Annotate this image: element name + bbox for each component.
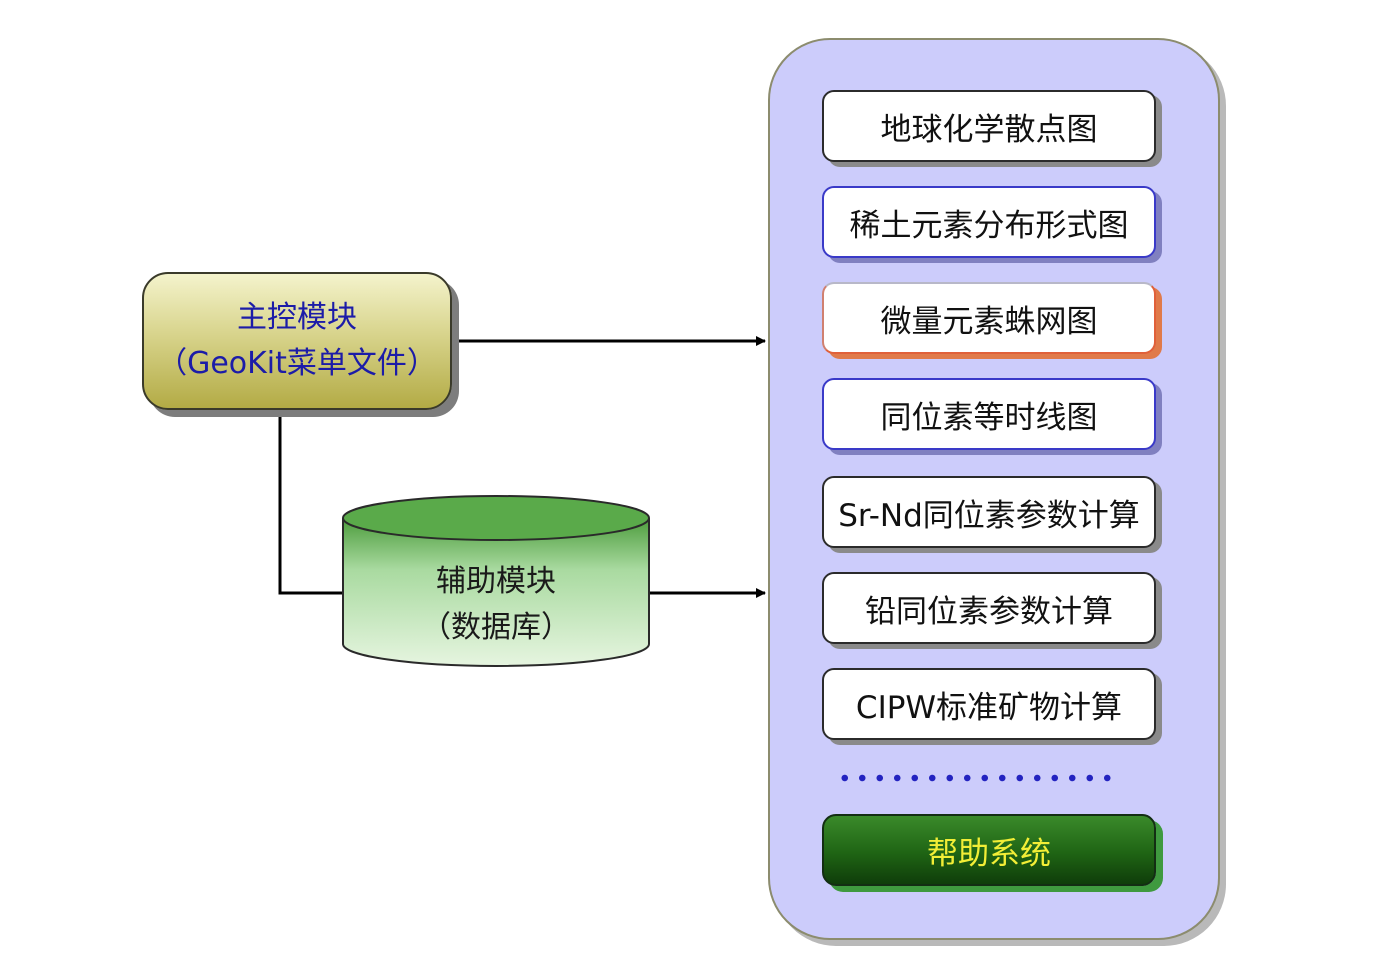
function-item-isochron[interactable]: 同位素等时线图: [822, 378, 1156, 450]
function-item-sr-nd[interactable]: Sr-Nd同位素参数计算: [822, 476, 1156, 548]
aux-module-subtitle: （数据库）: [421, 610, 571, 645]
aux-module-title: 辅助模块: [436, 564, 556, 599]
function-item-cipw[interactable]: CIPW标准矿物计算: [822, 668, 1156, 740]
line-main-to-database: [278, 410, 342, 595]
function-item-spider-diagram[interactable]: 微量元素蛛网图: [822, 282, 1156, 354]
function-item-geochem-scatter[interactable]: 地球化学散点图: [822, 90, 1156, 162]
database-icon: [342, 495, 650, 667]
main-module-subtitle: （GeoKit菜单文件）: [157, 346, 437, 381]
main-module-title: 主控模块: [237, 300, 357, 335]
database-cylinder[interactable]: [340, 492, 652, 672]
main-control-module[interactable]: 主控模块 （GeoKit菜单文件）: [142, 272, 452, 410]
function-item-pb-isotope[interactable]: 铅同位素参数计算: [822, 572, 1156, 644]
ellipsis-dots: [836, 772, 1120, 784]
function-item-ree-pattern[interactable]: 稀土元素分布形式图: [822, 186, 1156, 258]
help-system-button[interactable]: 帮助系统: [822, 814, 1156, 886]
database-label: 辅助模块 （数据库）: [340, 555, 652, 655]
